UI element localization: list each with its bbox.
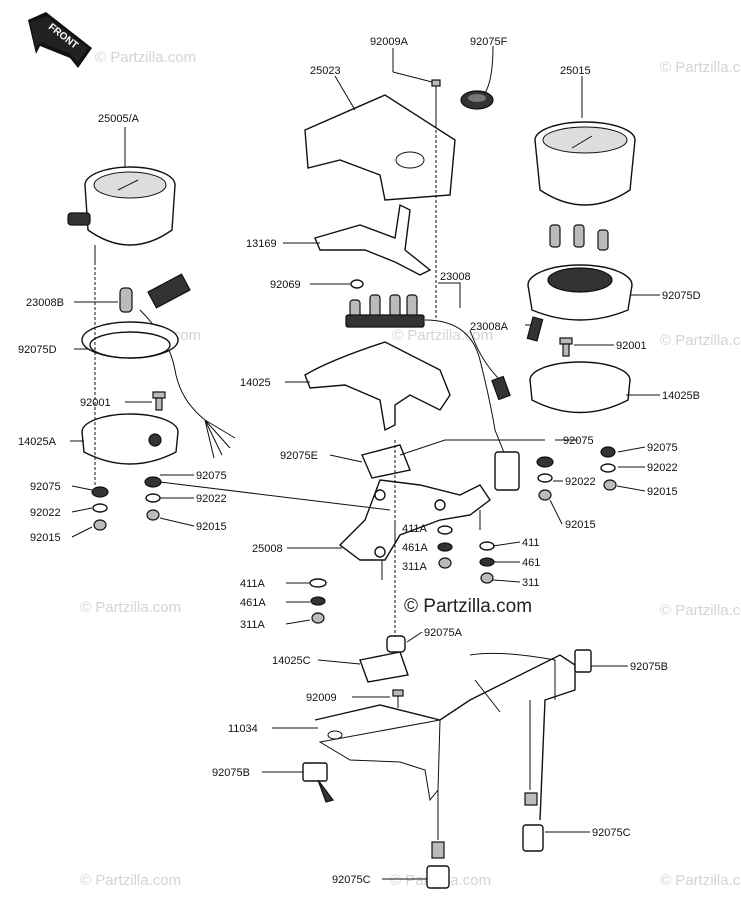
part-label: 92075 bbox=[647, 442, 678, 454]
part-label: 92075D bbox=[18, 344, 57, 356]
part-label: 23008 bbox=[440, 271, 471, 283]
part-label: 311A bbox=[402, 561, 428, 573]
part-label: 14025C bbox=[272, 655, 311, 667]
watermark: © Partzilla.com bbox=[80, 872, 181, 889]
watermark: © Partzilla.com bbox=[660, 872, 741, 889]
part-label: 25023 bbox=[310, 65, 341, 77]
part-label: 461 bbox=[522, 557, 540, 569]
part-label: 92075B bbox=[212, 767, 250, 779]
part-label: 11034 bbox=[228, 723, 258, 735]
watermark: © Partzilla.com bbox=[660, 602, 741, 619]
part-label: 311A bbox=[240, 619, 266, 631]
part-labels: 25005/A 25023 92009A 92075F 25015 13169 … bbox=[18, 36, 701, 886]
part-label: 92075A bbox=[424, 627, 463, 639]
part-label: 311 bbox=[522, 577, 540, 589]
part-label: 461A bbox=[240, 597, 266, 609]
part-label: 411A bbox=[402, 523, 428, 535]
watermark: © Partzilla.com bbox=[392, 327, 493, 344]
part-label: 92022 bbox=[30, 507, 61, 519]
part-label: 13169 bbox=[246, 238, 277, 250]
part-label: 25005/A bbox=[98, 113, 140, 125]
part-label: 92015 bbox=[565, 519, 596, 531]
part-label: 92022 bbox=[196, 493, 227, 505]
leader-lines bbox=[70, 45, 660, 880]
part-label: 25015 bbox=[560, 65, 591, 77]
part-label: 92022 bbox=[647, 462, 678, 474]
part-label: 92015 bbox=[647, 486, 678, 498]
part-label: 14025B bbox=[662, 390, 700, 402]
part-label: 92075C bbox=[332, 874, 371, 886]
watermark: © Partzilla.com bbox=[660, 59, 741, 76]
part-label: 92069 bbox=[270, 279, 301, 291]
part-label: 411A bbox=[240, 578, 266, 590]
watermark: © Partzilla.com bbox=[80, 599, 181, 616]
part-label: 14025 bbox=[240, 377, 271, 389]
part-label: 92022 bbox=[565, 476, 596, 488]
part-label: 92009A bbox=[370, 36, 409, 48]
part-label: 14025A bbox=[18, 436, 57, 448]
part-label: 92075 bbox=[30, 481, 61, 493]
part-label: 92015 bbox=[30, 532, 61, 544]
left-meter-assembly bbox=[67, 166, 236, 531]
part-label: 92075D bbox=[662, 290, 701, 302]
front-arrow-icon: FRONT bbox=[28, 12, 92, 68]
right-meter-assembly bbox=[526, 121, 636, 501]
watermark-main: © Partzilla.com bbox=[404, 596, 532, 617]
part-label: 92075E bbox=[280, 450, 318, 462]
part-label: 92075 bbox=[563, 435, 594, 447]
part-label: 92015 bbox=[196, 521, 227, 533]
part-label: 92075F bbox=[470, 36, 508, 48]
part-label: 25008 bbox=[252, 543, 283, 555]
part-label: 92001 bbox=[80, 397, 111, 409]
part-label: 92001 bbox=[616, 340, 647, 352]
watermark: © Partzilla.com bbox=[95, 49, 196, 66]
part-label: 92075B bbox=[630, 661, 668, 673]
watermark: © Partzilla.com bbox=[660, 332, 741, 349]
center-assembly bbox=[304, 79, 520, 708]
part-label: 92075 bbox=[196, 470, 227, 482]
part-label: 461A bbox=[402, 542, 428, 554]
stay-bracket-assembly bbox=[302, 649, 592, 889]
part-label: 23008B bbox=[26, 297, 64, 309]
part-label: 92075C bbox=[592, 827, 631, 839]
part-label: 92009 bbox=[306, 692, 337, 704]
part-label: 411 bbox=[522, 537, 540, 549]
part-label: 23008A bbox=[470, 321, 509, 333]
